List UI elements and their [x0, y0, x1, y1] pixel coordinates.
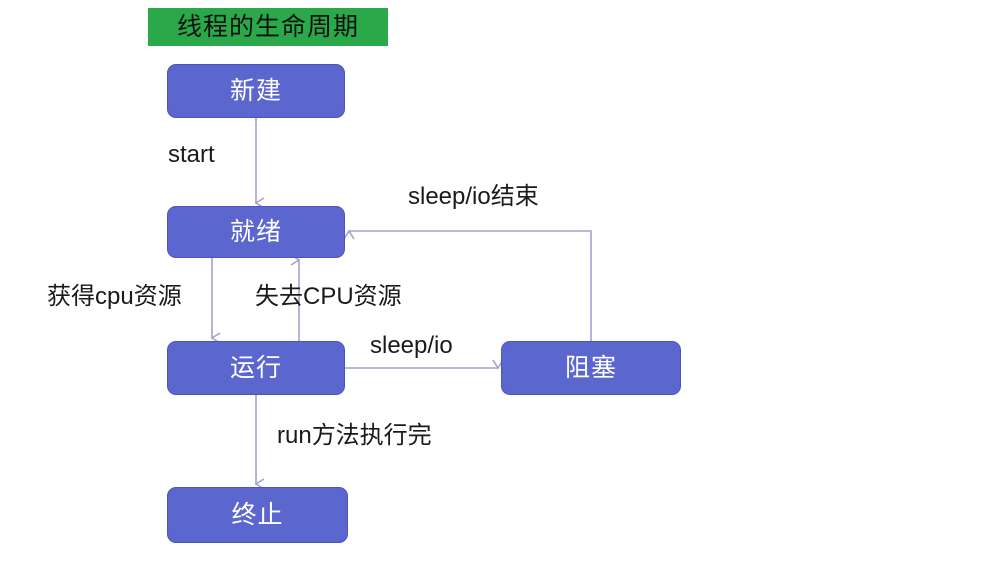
edge-label-run-finished: run方法执行完	[277, 422, 432, 449]
node-terminated-label: 终止	[231, 500, 284, 529]
edge-label-sleep-io: sleep/io	[370, 332, 453, 359]
diagram-title-text: 线程的生命周期	[176, 12, 359, 41]
diagram-title-banner: 线程的生命周期	[148, 8, 388, 46]
node-new-label: 新建	[229, 76, 282, 105]
edge-label-start: start	[168, 141, 215, 168]
node-terminated[interactable]: 终止	[167, 487, 348, 543]
node-blocked[interactable]: 阻塞	[501, 341, 681, 395]
node-ready[interactable]: 就绪	[167, 206, 345, 258]
edge-label-release-cpu: 失去CPU资源	[255, 283, 402, 310]
node-running[interactable]: 运行	[167, 341, 345, 395]
node-new[interactable]: 新建	[167, 64, 345, 118]
edge-label-acquire-cpu: 获得cpu资源	[47, 283, 182, 310]
node-running-label: 运行	[229, 353, 282, 382]
node-blocked-label: 阻塞	[564, 353, 617, 382]
node-ready-label: 就绪	[229, 217, 282, 246]
edge-label-sleep-io-finished: sleep/io结束	[408, 183, 539, 210]
